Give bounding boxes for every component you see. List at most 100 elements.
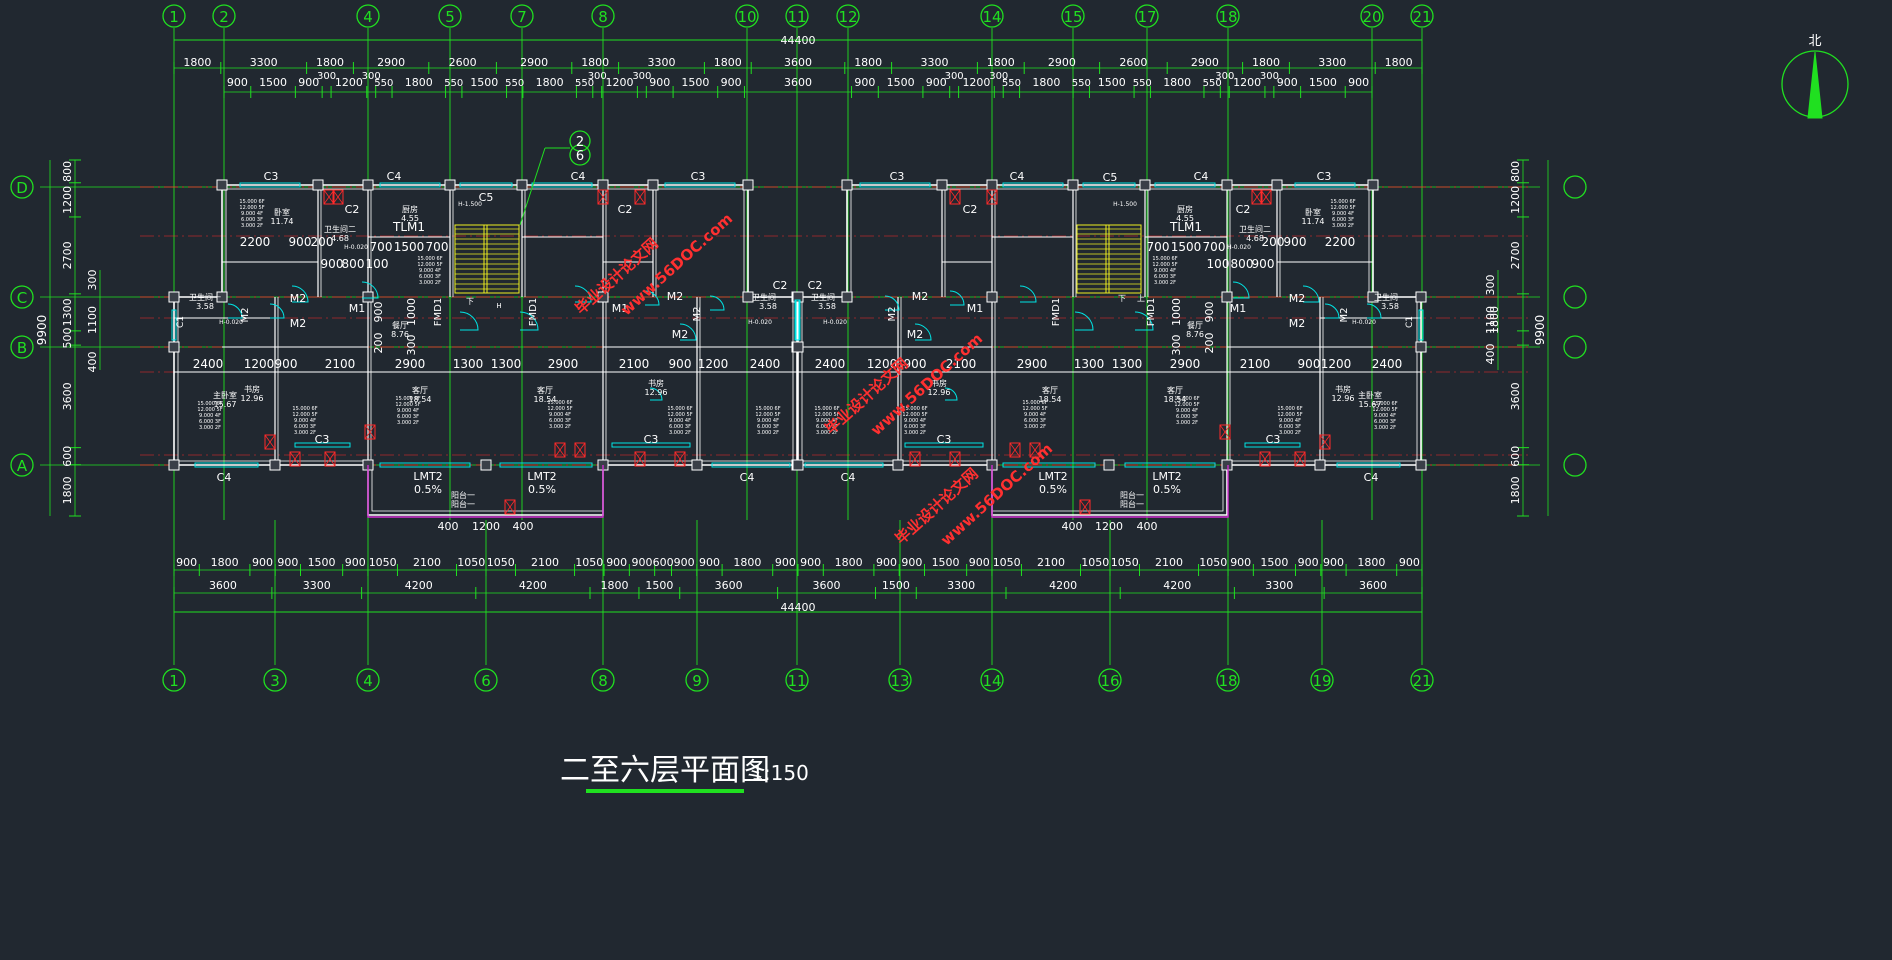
tag-c3: C3 [1266,433,1281,446]
inner-dim-d2400: 2400 [750,357,781,371]
door-swing [227,303,243,319]
column [691,459,703,471]
dim-text-top-row2: 1800 [1163,76,1191,89]
red-fixture [949,451,961,467]
inner-dim-d2900: 2900 [395,357,426,371]
dim-text-bottom-row1: 900 [252,556,273,569]
axis-number-top: 12 [838,8,857,26]
callout-number-bottom: 6 [576,149,584,164]
red-fixture [504,499,516,515]
tag-fmd1: FMD1 [1051,298,1062,326]
tag-elev_bath: H-0.020 [1352,319,1376,326]
tag-c1: C1 [176,316,186,328]
tag-lmt2: LMT2 [527,470,556,483]
tag-m1: M1 [349,302,366,315]
tag-c3: C3 [937,433,952,446]
window [904,442,984,448]
red-fixture-x [1319,434,1331,450]
inner-dim-d300: 300 [405,335,418,356]
red-fixture-x [323,189,335,205]
inner-dim-d700: 700 [426,240,449,254]
column [597,291,609,303]
tag-elev_bath: H-0.020 [219,319,243,326]
tag-m2: M2 [1289,292,1306,305]
dim-text-top-row2: 1800 [536,76,564,89]
room-area: 8.76 [1186,330,1204,339]
tag-elev_stair: H-1.500 [1113,201,1137,208]
dim-total-bottom: 44400 [781,601,816,614]
axis-number-bottom: 11 [787,672,806,690]
door-swing [649,387,663,401]
inner-dim-d1200: 1200 [698,357,729,371]
dim-text-bottom-row1: 1050 [457,556,485,569]
level-entry: 12.000 5F [1174,402,1199,408]
column [216,179,228,191]
tag-slope: 0.5% [414,483,442,496]
red-fixture [364,424,376,440]
column [792,291,804,303]
dim-text-top-row2: 550 [505,78,524,89]
axis-number-bottom: 4 [363,672,373,690]
tag-c4: C4 [841,471,856,484]
red-fixture [323,189,335,205]
walls [168,179,1427,516]
column [1271,179,1283,191]
dim-text-top-row2: 300 [1260,71,1279,82]
inner-dim-d700: 700 [370,240,393,254]
room-area: 11.74 [271,217,294,226]
inner-dim-d2900: 2900 [548,357,579,371]
callout-bottom [569,144,591,166]
tag-c3: C3 [890,170,905,183]
level-entry: 12.000 5F [814,412,839,418]
dim-text-top-row1: 1800 [714,56,742,69]
inner-dim-d1200: 1200 [1321,357,1352,371]
axis-number-top: 18 [1218,8,1237,26]
window [294,442,351,448]
inner-dim-d400: 400 [438,520,459,533]
dim-text-bottom-row1: 900 [674,556,695,569]
axis-bubble-top [356,4,380,28]
door-swing [884,295,900,311]
level-entry: 3.000 2F [294,430,316,436]
column [986,179,998,191]
inner-dim-d1200: 1200 [1095,520,1123,533]
door-swing [1019,285,1037,303]
axis-bubble-bottom [162,668,186,692]
dim-text-top-row2: 1500 [1098,76,1126,89]
callout-top [569,130,591,152]
axis-bubble-bottom [356,668,380,692]
inner-dim-d900: 900 [1298,357,1321,371]
tag-tlm1: TLM1 [392,220,425,234]
room-area: 3.58 [759,302,777,311]
dim-text-top-row2: 1200 [962,76,990,89]
dim-text-bottom-row1: 1500 [308,556,336,569]
red-fixture-x [1079,499,1091,515]
column [516,179,528,191]
inner-dim-d300: 300 [1170,335,1183,356]
red-fixture [1079,499,1091,515]
red-fixture-x [597,189,609,205]
dim-text-top-row2: 1800 [405,76,433,89]
axis-bubble-bottom [785,668,809,692]
dim-text-bottom-row1: 1800 [211,556,239,569]
tag-h: H [496,302,501,310]
tag-c1: C1 [1405,316,1415,328]
door-swing [519,311,539,331]
level-entry: 15.000 6F [239,199,264,205]
room-area: 3.58 [1381,302,1399,311]
axis-bubble-top [438,4,462,28]
level-entry: 12.000 5F [547,406,572,412]
level-entry: 6.000 3F [816,424,838,430]
window [1294,182,1356,188]
column [1314,459,1326,471]
level-entry: 3.000 2F [816,430,838,436]
axis-number-top: 10 [737,8,756,26]
red-fixture [324,451,336,467]
tag-m2: M2 [1339,308,1350,323]
axis-bubble-top [785,4,809,28]
red-fixture [597,189,609,205]
dim-text-top-row2: 900 [298,76,319,89]
inner-dim-d800: 800 [342,257,365,271]
